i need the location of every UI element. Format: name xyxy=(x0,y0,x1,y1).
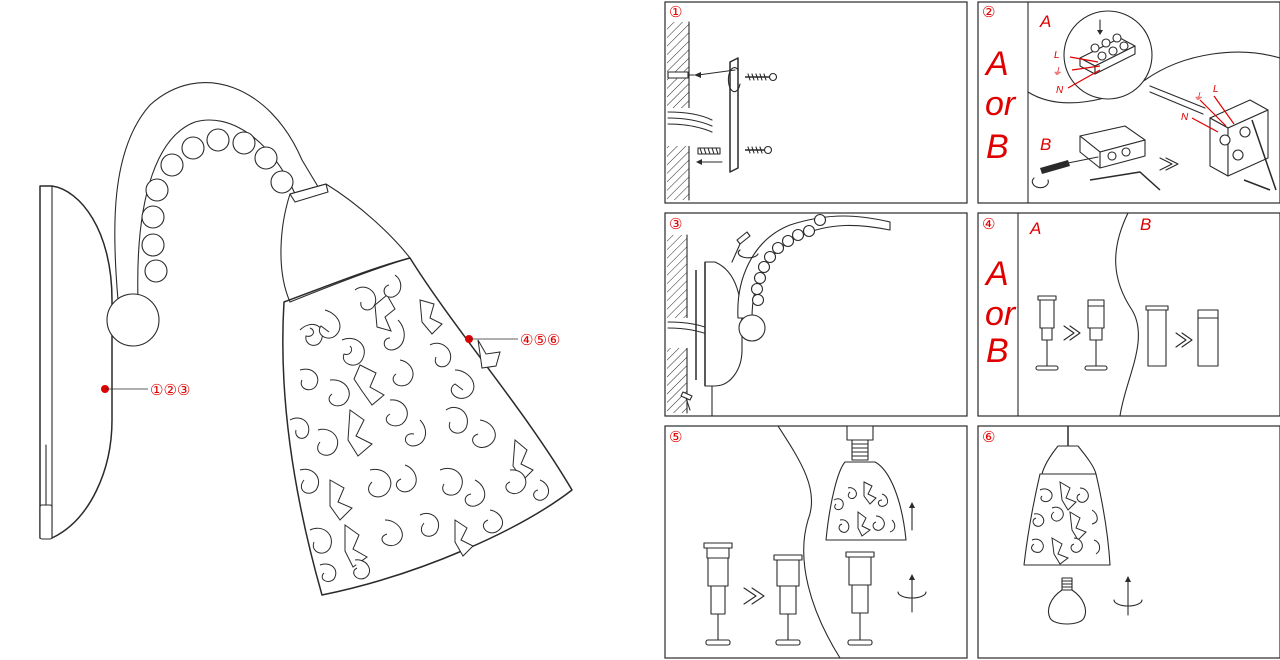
terminal-block-b xyxy=(1209,99,1277,191)
panel-2-label-b: B xyxy=(1040,135,1051,154)
terminal-b-earth: ⏚ xyxy=(1193,92,1203,103)
panel-step-3: ③ xyxy=(664,212,968,417)
pull-cord xyxy=(39,444,53,540)
shade-holder xyxy=(280,183,411,303)
arm-joint-ball xyxy=(106,293,160,347)
panel-6-step-number: ⑥ xyxy=(982,428,995,446)
panel-4-or: or xyxy=(985,295,1017,333)
panel-step-4: ④ A or B A B xyxy=(977,212,1280,417)
screw-top xyxy=(667,71,695,79)
panel-1-step-number: ① xyxy=(669,3,682,21)
socket-5-3 xyxy=(845,551,875,646)
panel-2-or: or xyxy=(985,85,1017,123)
light-bulb xyxy=(1047,577,1087,625)
socket-b-before xyxy=(1145,305,1169,367)
shade-pattern xyxy=(289,274,549,582)
terminal-b-neutral: N xyxy=(1181,112,1189,123)
socket-a-before xyxy=(1035,295,1059,371)
arm-beads xyxy=(141,128,294,283)
shade-6 xyxy=(1023,473,1111,566)
screw-right-top xyxy=(745,72,778,82)
panel-3-step-number: ③ xyxy=(669,215,682,233)
panel-2-label-a: A xyxy=(1039,12,1051,31)
screwdriver xyxy=(1040,156,1099,174)
panel-step-1: ① xyxy=(664,1,968,204)
panel-5-step-number: ⑤ xyxy=(669,428,682,446)
socket-a-after xyxy=(1084,299,1108,371)
panel-step-6: ⑥ xyxy=(977,425,1280,659)
mounting-bracket xyxy=(729,57,739,173)
lamp-arm xyxy=(114,82,321,301)
wall-backplate xyxy=(39,185,113,539)
panel-2-step-number: ② xyxy=(982,3,995,21)
terminal-block-b-left xyxy=(1079,125,1161,191)
panel-step-2: ② A or B A B L ⏚ N xyxy=(977,1,1280,204)
panel-4-label-b: B xyxy=(1140,215,1151,234)
panel-4-option-b: B xyxy=(986,332,1009,370)
screw-top-3 xyxy=(731,231,751,263)
shade-5 xyxy=(825,461,907,541)
shade-callout-label: ④⑤⑥ xyxy=(520,331,560,349)
panel-4-option-a: A xyxy=(984,255,1009,293)
panel-2-option-b: B xyxy=(986,128,1009,166)
base-callout-label: ①②③ xyxy=(150,381,190,399)
socket-b-after xyxy=(1197,309,1219,367)
panel-2-option-a: A xyxy=(984,45,1009,83)
terminal-a-earth: ⏚ xyxy=(1052,67,1062,78)
glass-shade xyxy=(282,257,573,596)
terminal-b-live: L xyxy=(1213,84,1219,95)
panel-step-5: ⑤ xyxy=(664,425,968,659)
panel-4-step-number: ④ xyxy=(982,215,995,233)
screw-right-bottom xyxy=(745,145,773,155)
socket-5-1 xyxy=(703,542,733,646)
holder-5 xyxy=(846,425,874,461)
panel-4-label-a: A xyxy=(1029,219,1041,238)
wall-plug-bottom xyxy=(697,147,721,155)
terminal-a-live: L xyxy=(1054,50,1060,61)
terminal-a-neutral: N xyxy=(1056,85,1064,96)
terminal-block-a xyxy=(1079,19,1136,75)
main-lamp-drawing: ①②③ ④⑤⑥ xyxy=(39,82,573,596)
socket-5-2 xyxy=(773,554,803,646)
screw-bottom-3 xyxy=(680,391,693,411)
